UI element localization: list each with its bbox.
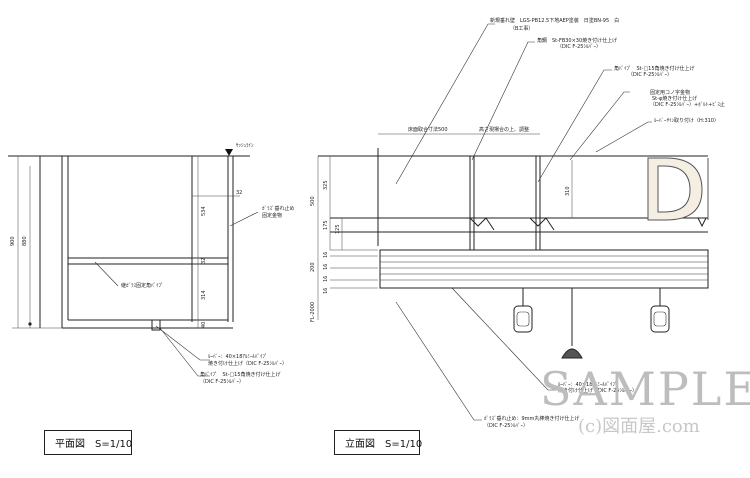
- center-lamp-shade-icon: [561, 348, 583, 359]
- label-square-pipe-plan-1: 角ﾊﾟｲﾌﾟ St-□15角焼き付け仕上げ: [200, 371, 281, 378]
- label-louver-plan-1: ﾙｰﾊﾞｰ：40×18ｱﾙﾐｰﾙﾊﾟｲﾌﾟ: [208, 353, 267, 360]
- label-sign-height: 床面取合寸法500: [408, 126, 448, 133]
- label-louver-plan-2: 焼き付け仕上げ（DIC F-25ｼﾙﾊﾞｰ）: [208, 360, 287, 367]
- leader-louver-elev: [451, 287, 556, 391]
- elev-dim-16d: 16: [323, 288, 329, 294]
- sign-dim-310: 310: [565, 186, 571, 196]
- label-round-pipe-1: 角ﾊﾟｲﾌﾟ St-□15角焼き付け仕上げ: [614, 65, 695, 72]
- elevation-view-title: 立面図 S=1/10: [334, 430, 422, 455]
- lamp-1-shade-icon: [513, 305, 533, 333]
- label-fixing-bracket-1: ｶﾞﾗｽﾞ垂れ止め: [262, 205, 295, 212]
- leader-bracket: [569, 91, 630, 161]
- louver-frame: [379, 249, 709, 289]
- dim-dot-icon: [28, 322, 32, 326]
- label-square-pipe-plan-2: （DIC F-25ｼﾙﾊﾞｰ）: [200, 378, 244, 385]
- label-stopper-2: （DIC F-25ｼﾙﾊﾞｰ）: [484, 422, 528, 429]
- leader-round-pipe: [537, 69, 612, 183]
- elev-dim-500: 500: [310, 196, 316, 206]
- square-pipe-section: [151, 319, 161, 331]
- dim-right-40: 40: [201, 322, 207, 328]
- dim-880: 880: [22, 236, 28, 246]
- lamp-2-shade-icon: [650, 305, 670, 333]
- label-fixing-bracket-2: 固定金物: [262, 212, 282, 219]
- sash-line-marker-icon: [225, 149, 233, 156]
- watermark-main: SAMPLE: [540, 362, 750, 416]
- elev-dim-16a: 16: [323, 252, 329, 258]
- dim-right-314: 314: [201, 290, 207, 300]
- leader-fixing-bracket: [229, 211, 259, 227]
- pendant-lamp-1: [513, 288, 533, 333]
- leader-square-pipe-plan: [159, 327, 210, 377]
- dim-right-534: 534: [201, 206, 207, 216]
- watermark-sub: (c)図面屋.com: [578, 416, 700, 437]
- center-lamp: [561, 288, 583, 359]
- elev-dim-16c: 16: [323, 276, 329, 282]
- label-existing-wall-2: （B工事）: [510, 25, 533, 32]
- sign-letter-d-icon: [647, 157, 703, 221]
- break-mark-2: [529, 217, 555, 231]
- elev-dim-16b: 16: [323, 264, 329, 270]
- dim-900: 900: [10, 236, 16, 246]
- leader-sign: [595, 121, 652, 153]
- leader-angle: [471, 41, 535, 161]
- label-site-confirm: 高さ現場合の上、調整: [479, 126, 529, 133]
- elev-dim-200: 200: [310, 262, 316, 272]
- leader-existing-wall: [395, 23, 495, 185]
- plan-view-title: 平面図 S=1/10: [44, 430, 132, 455]
- dim-right-32: 32: [236, 190, 242, 196]
- elev-dim-125: 125: [335, 224, 341, 234]
- elev-dim-325: 325: [323, 180, 329, 190]
- leader-joint-pipe: [94, 261, 119, 287]
- label-round-pipe-2: （DIC F-25ｼﾙﾊﾞｰ）: [628, 71, 672, 78]
- label-bracket-2: St-φ焼き付け仕上げ: [652, 95, 697, 102]
- label-angle-2: （DIC F-25ｼﾙﾊﾞｰ）: [557, 43, 601, 50]
- label-bracket-3: （DIC F-25ｼﾙﾊﾞｰ）+ﾎﾞﾙﾄ+ﾋﾞｽ止: [650, 101, 725, 108]
- leader-louver-plan: [155, 325, 210, 361]
- leader-stopper: [395, 301, 482, 421]
- pendant-lamp-2: [650, 288, 670, 333]
- lamp-1-bulb: [516, 311, 530, 327]
- plan-view: ｻｯｼｭﾗｲﾝ 900 880 32 534 32 314 40: [8, 143, 295, 385]
- sash-line-label: ｻｯｼｭﾗｲﾝ: [236, 143, 254, 149]
- dim-right-32b: 32: [201, 258, 207, 264]
- elevation-view: 500 325 175 125 200 16 16 16 16 FL-2000 …: [310, 17, 725, 429]
- label-louver-elev-2: 焼き付け仕上げ（DIC F-25ｼﾙﾊﾞｰ）: [558, 387, 637, 394]
- label-angle-1: 角鋼 St-FB30×30焼き付け仕上げ: [537, 37, 617, 44]
- sign-letter: [647, 157, 709, 221]
- label-louver-elev-1: ﾙｰﾊﾞｰ：40×18ｱﾙﾐｰﾙﾊﾟｲﾌﾟ: [558, 381, 617, 388]
- elev-fl-label: FL-2000: [310, 302, 316, 322]
- elev-dim-175: 175: [323, 220, 329, 230]
- lamp-2-bulb: [653, 311, 667, 327]
- label-stopper-1: ｶﾞﾗｽﾞ垂れ止め：9mm丸棒焼き付け仕上げ: [484, 415, 579, 422]
- break-mark-3: [697, 217, 707, 228]
- label-joint-pipe: 継ｶﾞﾗｽ固定角ﾊﾟｲﾌﾟ: [121, 282, 164, 289]
- label-sign: ﾙｰﾊﾞｰｻｲﾝ取り付け（H:310）: [654, 117, 719, 124]
- label-bracket-1: 固定用コノ字金物: [650, 89, 690, 96]
- label-existing-wall-1: 新規垂れ壁 LGS-PB12.5下地AEP塗装 日塗BN-95 白: [490, 17, 619, 24]
